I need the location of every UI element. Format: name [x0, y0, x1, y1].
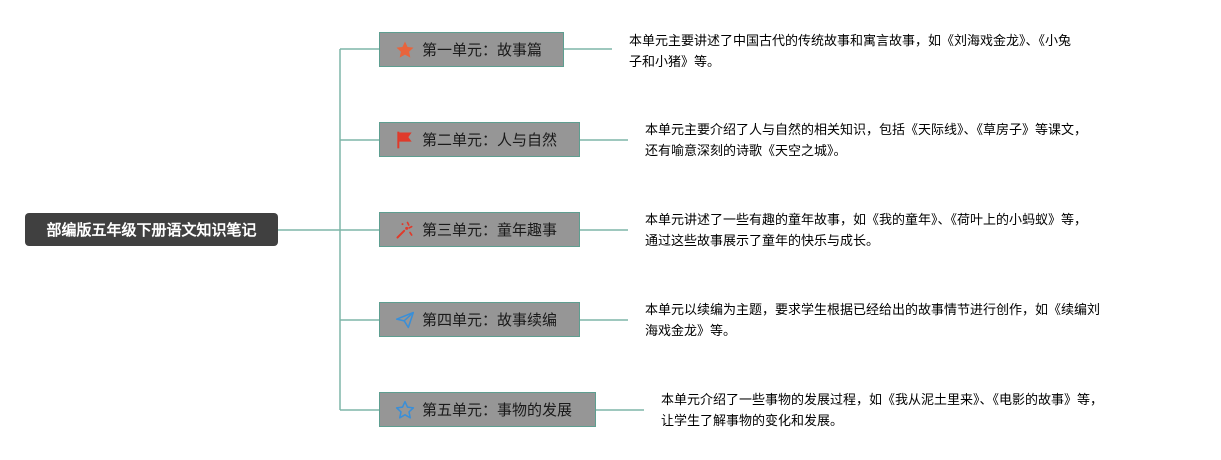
unit-topic-1[interactable]: 第一单元：故事篇 — [379, 32, 564, 67]
unit-topic-3-label: 第三单元：童年趣事 — [422, 221, 558, 239]
party-popper-icon — [394, 219, 416, 241]
flag-icon — [394, 129, 416, 151]
unit-desc-1-line-1: 本单元主要讲述了中国古代的传统故事和寓言故事，如《刘海戏金龙》、《小兔 — [629, 34, 1072, 49]
star-filled-icon — [394, 39, 416, 61]
unit-desc-3-line-1: 本单元讲述了一些有趣的童年故事，如《我的童年》、《荷叶上的小蚂蚁》等， — [645, 213, 1088, 228]
unit-topic-3[interactable]: 第三单元：童年趣事 — [379, 212, 580, 247]
unit-desc-3-line-2: 通过这些故事展示了童年的快乐与成长。 — [645, 234, 880, 249]
unit-desc-5: 本单元介绍了一些事物的发展过程，如《我从泥土里来》、《电影的故事》等， 让学生了… — [661, 390, 1181, 432]
unit-desc-4-line-1: 本单元以续编为主题，要求学生根据已经给出的故事情节进行创作，如《续编刘 — [645, 303, 1101, 318]
root-topic-label: 部编版五年级下册语文知识笔记 — [46, 221, 257, 239]
root-topic[interactable]: 部编版五年级下册语文知识笔记 — [25, 213, 278, 246]
paper-plane-icon — [394, 309, 416, 331]
unit-desc-1-line-2: 子和小猪》等。 — [629, 55, 721, 70]
unit-desc-4: 本单元以续编为主题，要求学生根据已经给出的故事情节进行创作，如《续编刘 海戏金龙… — [645, 300, 1165, 342]
unit-desc-5-line-1: 本单元介绍了一些事物的发展过程，如《我从泥土里来》、《电影的故事》等， — [661, 393, 1104, 408]
unit-topic-1-label: 第一单元：故事篇 — [422, 41, 543, 59]
unit-topic-2-label: 第二单元：人与自然 — [422, 131, 558, 149]
unit-topic-2[interactable]: 第二单元：人与自然 — [379, 122, 580, 157]
unit-topic-4-label: 第四单元：故事续编 — [422, 311, 558, 329]
unit-desc-2-line-1: 本单元主要介绍了人与自然的相关知识，包括《天际线》、《草房子》等课文， — [645, 123, 1088, 138]
unit-topic-5[interactable]: 第五单元：事物的发展 — [379, 392, 596, 427]
unit-topic-4[interactable]: 第四单元：故事续编 — [379, 302, 580, 337]
unit-desc-1: 本单元主要讲述了中国古代的传统故事和寓言故事，如《刘海戏金龙》、《小兔 子和小猪… — [629, 31, 1149, 73]
unit-desc-3: 本单元讲述了一些有趣的童年故事，如《我的童年》、《荷叶上的小蚂蚁》等， 通过这些… — [645, 210, 1165, 252]
unit-desc-2-line-2: 还有喻意深刻的诗歌《天空之城》。 — [645, 144, 847, 159]
unit-desc-4-line-2: 海戏金龙》等。 — [645, 324, 737, 339]
unit-desc-5-line-2: 让学生了解事物的变化和发展。 — [661, 414, 844, 429]
unit-topic-5-label: 第五单元：事物的发展 — [422, 401, 573, 419]
unit-desc-2: 本单元主要介绍了人与自然的相关知识，包括《天际线》、《草房子》等课文， 还有喻意… — [645, 120, 1165, 162]
star-outline-icon — [394, 399, 416, 421]
